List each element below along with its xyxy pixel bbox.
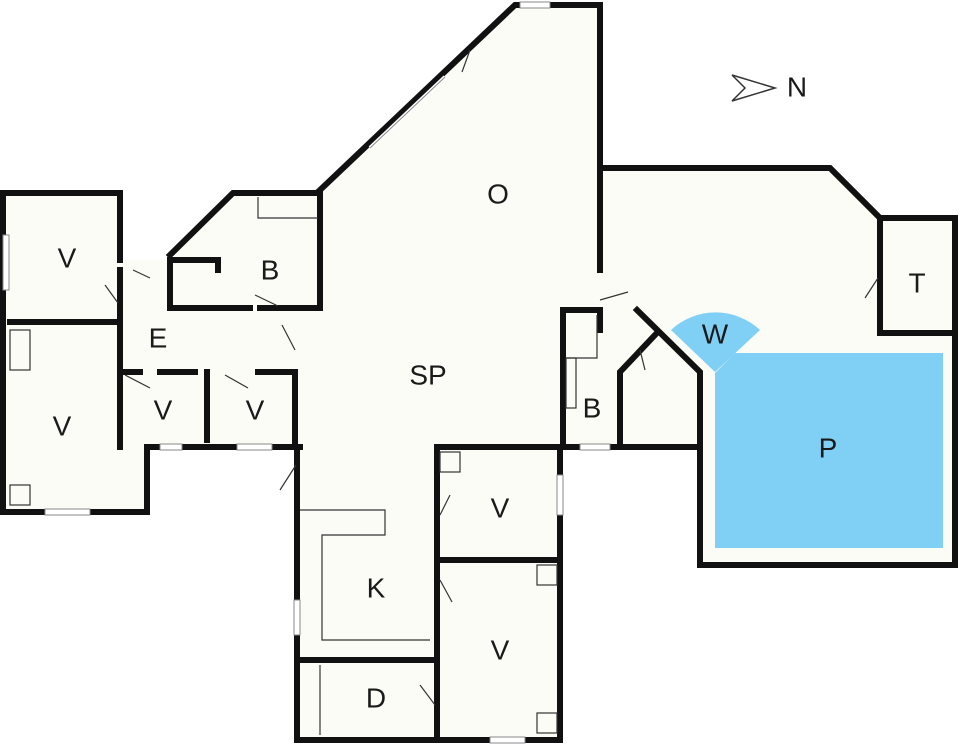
room-e: E — [149, 322, 168, 353]
fixtures — [2, 1, 879, 744]
room-t: T — [908, 267, 925, 298]
whirlpool — [671, 312, 760, 372]
pool — [715, 353, 943, 548]
north-arrow-icon — [731, 74, 778, 102]
room-v4: V — [246, 394, 265, 425]
room-v3: V — [154, 394, 173, 425]
room-v6: V — [491, 634, 510, 665]
room-v2: V — [53, 410, 72, 441]
room-b1: B — [261, 254, 280, 285]
room-p: P — [819, 432, 838, 463]
room-v1: V — [58, 242, 77, 273]
room-sp: SP — [409, 359, 446, 390]
floor — [3, 5, 955, 740]
room-k: K — [367, 572, 386, 603]
room-d: D — [366, 682, 386, 713]
room-b2: B — [583, 392, 602, 423]
room-o: O — [487, 178, 509, 209]
room-w: W — [702, 318, 729, 349]
compass-label: N — [787, 71, 807, 102]
room-v5: V — [491, 492, 510, 523]
